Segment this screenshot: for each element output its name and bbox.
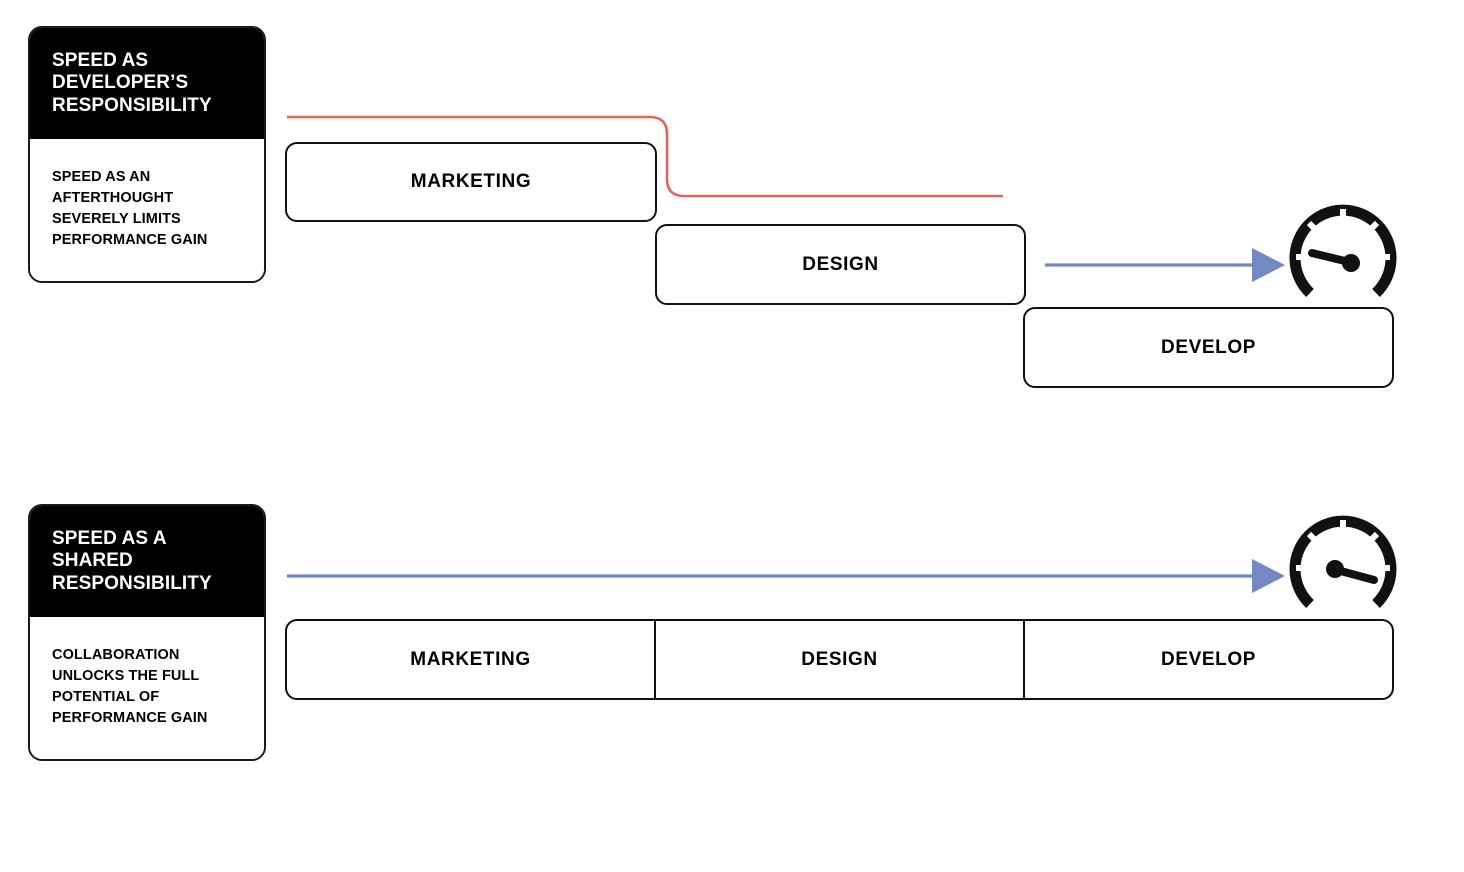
stage-box-develop-top[interactable]: DEVELOP xyxy=(1023,307,1394,388)
speed-arrow-top xyxy=(1045,248,1285,282)
stage-label-marketing-top: MARKETING xyxy=(410,171,532,192)
stage-box-design-top[interactable]: DESIGN xyxy=(655,224,1026,305)
info-card-body: COLLABORATION UNLOCKS THE FULL POTENTIAL… xyxy=(30,617,264,760)
speedometer-low-icon xyxy=(1289,204,1397,297)
stage-label-develop-bottom: DEVELOP xyxy=(1161,648,1256,670)
info-card-header: SPEED AS DEVELOPER’S RESPONSIBILITY xyxy=(30,28,264,140)
stage-label-marketing-bottom: MARKETING xyxy=(410,648,531,670)
info-card-body: SPEED AS AN AFTERTHOUGHT SEVERELY LIMITS… xyxy=(30,139,264,282)
info-card-heading-text: SPEED AS A SHARED RESPONSIBILITY xyxy=(52,528,212,594)
info-card-heading-text: SPEED AS DEVELOPER’S RESPONSIBILITY xyxy=(52,50,212,116)
info-card-body-text: SPEED AS AN AFTERTHOUGHT SEVERELY LIMITS… xyxy=(52,169,208,249)
stage-label-design-bottom: DESIGN xyxy=(801,648,878,670)
info-card-body-text: COLLABORATION UNLOCKS THE FULL POTENTIAL… xyxy=(52,647,208,727)
speedometer-high-icon xyxy=(1289,515,1397,608)
info-card-header: SPEED AS A SHARED RESPONSIBILITY xyxy=(30,506,264,618)
stage-label-develop-top: DEVELOP xyxy=(1161,336,1256,358)
stage-box-marketing-top[interactable]: MARKETING xyxy=(285,142,657,222)
info-card-shared-responsibility: SPEED AS A SHARED RESPONSIBILITY COLLABO… xyxy=(28,504,266,762)
speed-arrow-bottom xyxy=(287,559,1285,593)
stage-bar-shared: MARKETING DESIGN DEVELOP xyxy=(285,619,1394,700)
stage-label-design-top: DESIGN xyxy=(802,253,879,275)
stage-box-marketing-bottom[interactable]: MARKETING xyxy=(287,621,654,698)
stage-box-develop-bottom[interactable]: DEVELOP xyxy=(1023,621,1392,698)
info-card-developer-responsibility: SPEED AS DEVELOPER’S RESPONSIBILITY SPEE… xyxy=(28,26,266,284)
stage-box-design-bottom[interactable]: DESIGN xyxy=(654,621,1023,698)
